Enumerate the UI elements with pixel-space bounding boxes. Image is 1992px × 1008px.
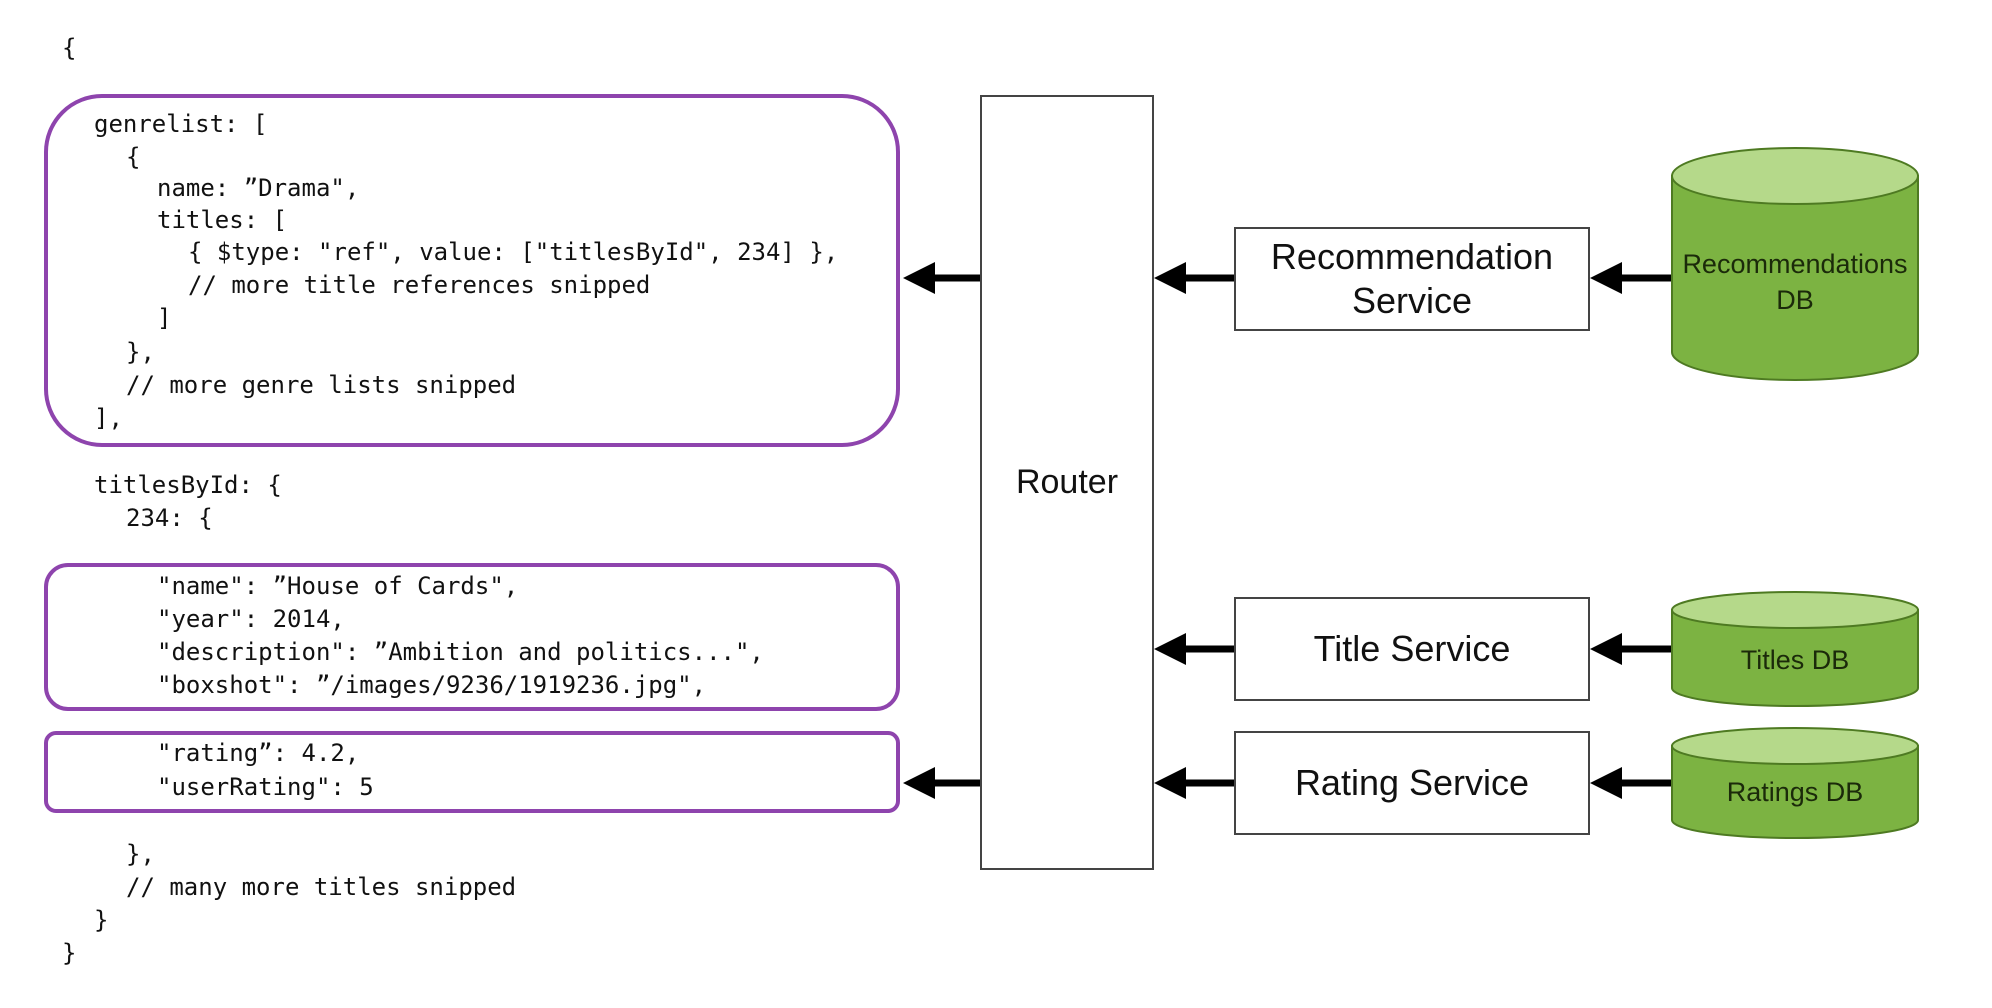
code-line: "description": ”Ambition and politics...… [157,638,764,666]
code-line: // more genre lists snipped [126,371,517,399]
ratings-db-label: Ratings DB [1672,764,1918,820]
code-line: { [126,143,141,171]
code-line: "name": ”House of Cards", [157,572,519,600]
title-service-box: Title Service [1234,597,1590,701]
code-line: "userRating": 5 [157,773,374,801]
titles-db-label: Titles DB [1672,632,1918,688]
recommendations-db-label: Recommendations DB [1672,222,1918,342]
code-line: }, [126,338,155,366]
recommendations-db-cylinder-icon [1671,147,1919,381]
router-label: Router [1015,463,1119,501]
code-line: }, [126,840,155,868]
recommendation-service-label: Recommendation Service [1271,235,1553,323]
title-fields-highlight-box [44,563,900,711]
router-box: Router [980,95,1154,870]
recommendation-service-box: Recommendation Service [1234,227,1590,331]
code-line: { [62,34,77,62]
recommendation-service-label-line2: Service [1351,280,1473,321]
code-line: ] [157,304,172,332]
code-line: // many more titles snipped [126,873,517,901]
code-line: // more title references snipped [188,271,651,299]
rating-service-label: Rating Service [1294,762,1530,803]
arrow-recommendations-db-to-service [1590,262,1672,294]
titles-db-label-text: Titles DB [1740,645,1850,675]
ratings-db-label-text: Ratings DB [1726,777,1864,807]
arrow-ratings-db-to-service [1590,767,1672,799]
code-line: "year": 2014, [157,605,345,633]
arrow-rating-service-to-router [1154,767,1234,799]
recommendations-db-label-line1: Recommendations [1682,249,1908,279]
recommendations-db-label-line2: DB [1776,285,1814,315]
code-line: } [94,906,109,934]
arrow-recommendation-service-to-router [1154,262,1234,294]
code-line: } [62,939,77,967]
code-line: { $type: "ref", value: ["titlesById", 23… [188,238,839,266]
title-service-label: Title Service [1313,628,1511,669]
ratings-db-cylinder-icon [1671,727,1919,839]
arrow-router-to-rating-fields [903,767,980,799]
code-line: "boxshot": ”/images/9236/1919236.jpg", [157,671,707,699]
code-line: 234: { [126,504,213,532]
code-line: "rating”: 4.2, [157,739,360,767]
code-line: genrelist: [ [94,110,268,138]
code-line: titles: [ [157,206,288,234]
arrow-titles-db-to-service [1590,633,1672,665]
arrow-router-to-genrelist [903,262,980,294]
titles-db-cylinder-icon [1671,591,1919,707]
rating-fields-highlight-box [44,731,900,813]
rating-service-box: Rating Service [1234,731,1590,835]
genrelist-highlight-box [44,94,900,447]
recommendation-service-label-line1: Recommendation [1270,236,1554,277]
code-line: name: ”Drama", [157,174,360,202]
arrow-title-service-to-router [1154,633,1234,665]
code-line: titlesById: { [94,471,282,499]
